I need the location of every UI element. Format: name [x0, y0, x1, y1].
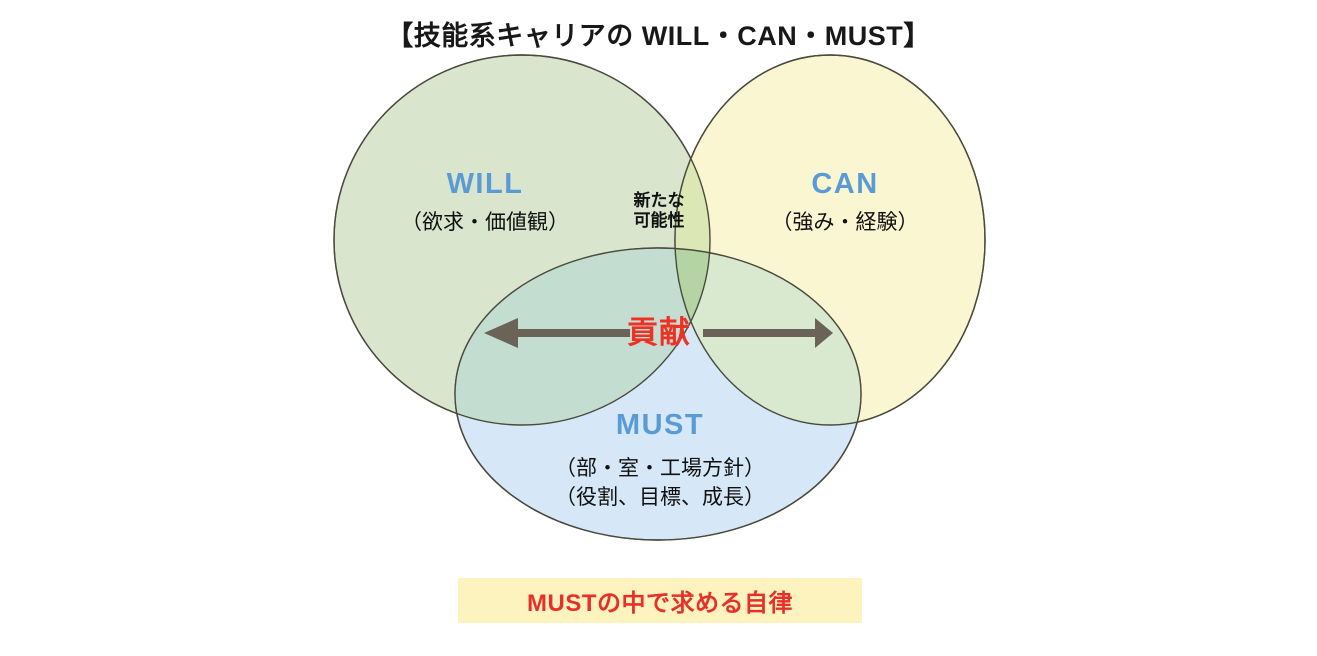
page-title: 【技能系キャリアの WILL・CAN・MUST】: [386, 21, 931, 51]
right-arrow: [703, 318, 833, 348]
bottom-banner-text: MUSTの中で求める自律: [527, 590, 793, 617]
must-circle-outline: [454, 247, 862, 541]
bottom-banner: MUSTの中で求める自律: [458, 578, 862, 623]
will-circle-outline: [333, 54, 711, 426]
can-must-overlap: [675, 248, 861, 425]
left-arrow: [484, 318, 630, 348]
can-circle-outline: [674, 54, 986, 426]
